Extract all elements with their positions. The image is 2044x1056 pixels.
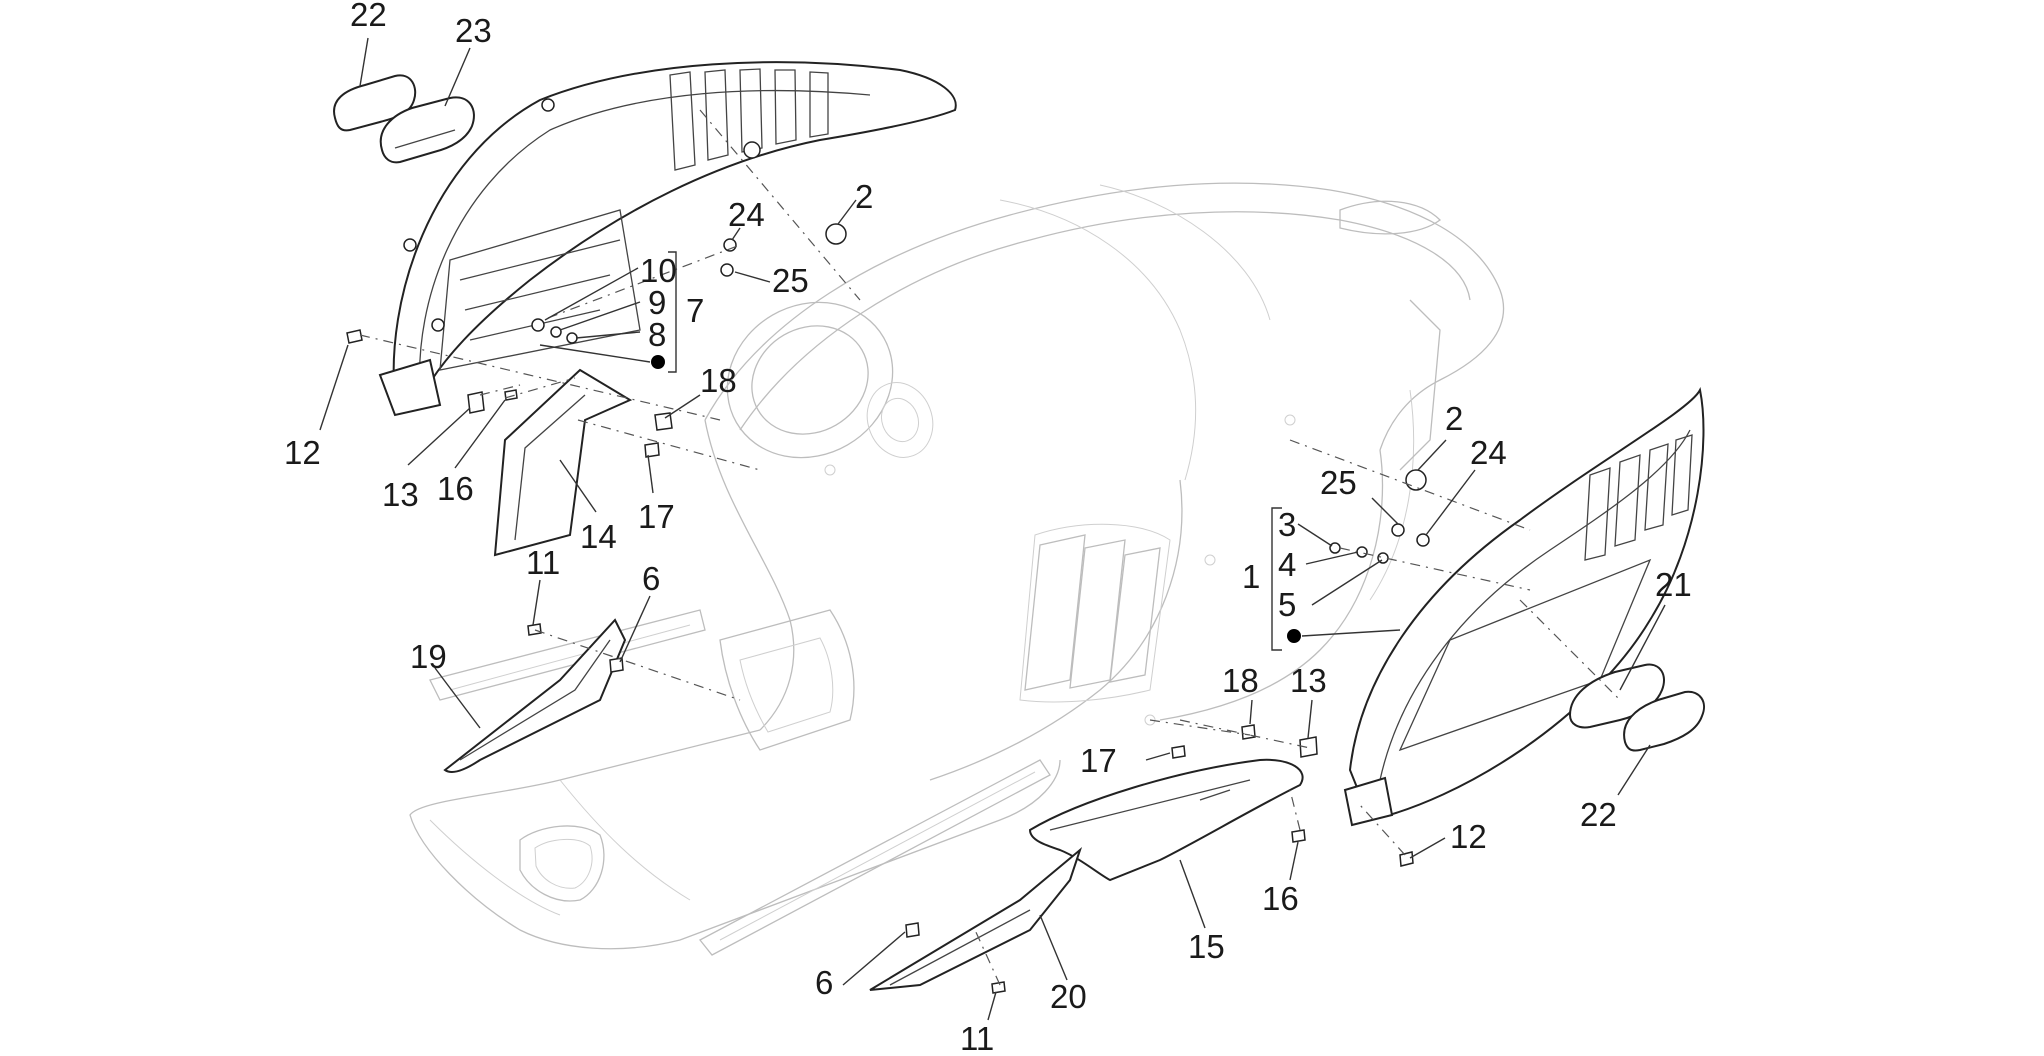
callout-5: 5 — [1278, 586, 1296, 623]
grommet-2-top — [825, 223, 847, 245]
callout-7: 7 — [686, 292, 704, 329]
callout-24-top: 24 — [728, 196, 765, 233]
part-23-emblem-base — [379, 96, 475, 164]
callout-12-left: 12 — [284, 434, 321, 471]
callout-16-left: 16 — [437, 470, 474, 507]
callout-11-left: 11 — [526, 544, 560, 581]
callout-19: 19 — [410, 638, 447, 675]
callout-22-bottom: 22 — [1580, 796, 1617, 833]
assembly-dot-1 — [1287, 629, 1301, 643]
part-20-footboard-trim-front — [869, 846, 1083, 991]
callout-leader-lines — [319, 37, 1666, 1021]
callout-13-right: 13 — [1290, 662, 1327, 699]
assembly-dot-7 — [651, 355, 665, 369]
callout-8: 8 — [648, 316, 666, 353]
callout-9: 9 — [648, 284, 666, 321]
assembly-dashed-lines — [359, 109, 1621, 986]
left-side-cover-part — [378, 61, 957, 417]
grommet-2-right — [1405, 469, 1427, 491]
callout-6-left: 6 — [642, 560, 660, 597]
scooter-body-frame — [409, 182, 1505, 956]
part-22-bottom-emblem — [1623, 690, 1705, 752]
callout-17-left: 17 — [638, 498, 675, 535]
callout-2-top: 2 — [855, 178, 873, 215]
part-15-footboard-trim-right — [1028, 758, 1304, 882]
callout-3: 3 — [1278, 506, 1296, 543]
callout-11-bottom: 11 — [960, 1020, 994, 1056]
callout-17-right: 17 — [1080, 742, 1117, 779]
callout-20: 20 — [1050, 978, 1087, 1015]
callout-2-right: 2 — [1445, 400, 1463, 437]
callout-10: 10 — [640, 252, 677, 289]
part-19-footboard-trim-left — [443, 618, 627, 773]
callout-18-left: 18 — [700, 362, 737, 399]
callout-4: 4 — [1278, 546, 1296, 583]
callout-labels: 22 23 2 24 25 10 9 8 7 18 12 13 16 14 17… — [284, 0, 1692, 1056]
callout-25-right: 25 — [1320, 464, 1357, 501]
callout-13-left: 13 — [382, 476, 419, 513]
right-side-cover-part — [1343, 386, 1705, 827]
callout-22-top: 22 — [350, 0, 387, 33]
callout-23: 23 — [455, 12, 492, 49]
callout-1: 1 — [1242, 558, 1260, 595]
callout-18-right: 18 — [1222, 662, 1259, 699]
callout-25-top: 25 — [772, 262, 809, 299]
callout-21: 21 — [1655, 566, 1692, 603]
callout-6-bottom: 6 — [815, 964, 833, 1001]
callout-15: 15 — [1188, 928, 1225, 965]
callout-16-right: 16 — [1262, 880, 1299, 917]
callout-24-right: 24 — [1470, 434, 1507, 471]
callout-14: 14 — [580, 518, 617, 555]
callout-12-right: 12 — [1450, 818, 1487, 855]
